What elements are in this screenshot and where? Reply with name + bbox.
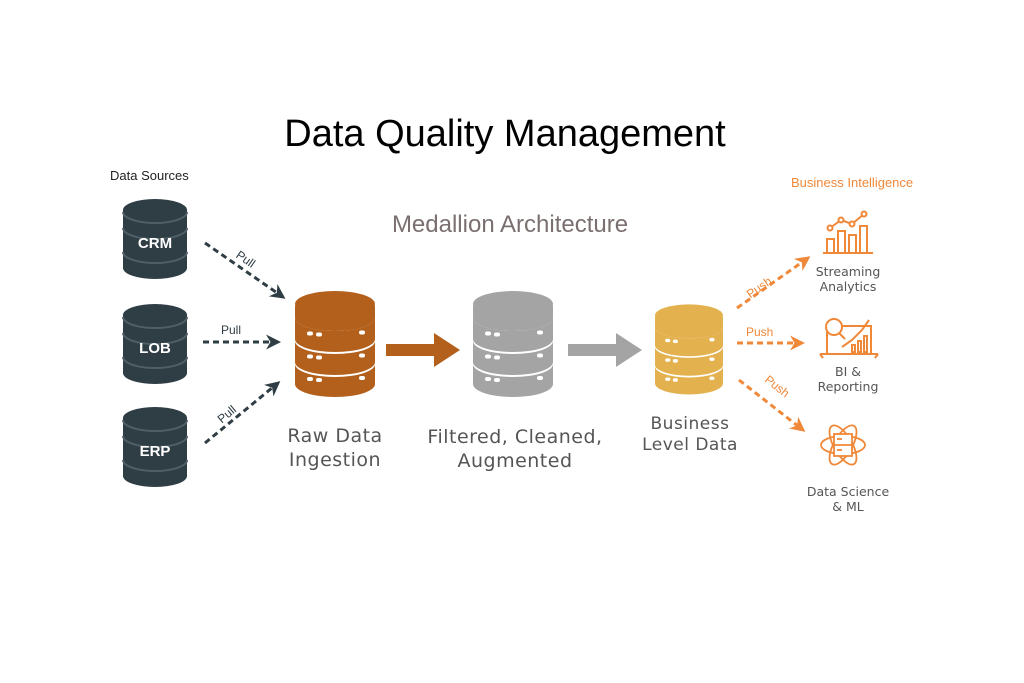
- stage-label-filtered: Filtered, Cleaned, Augmented: [410, 425, 620, 473]
- stage-label-line: Augmented: [457, 450, 573, 472]
- database-icon-raw: [295, 291, 375, 397]
- database-icon-business: [655, 304, 723, 395]
- output-label-line: Data Science: [806, 484, 890, 499]
- magnifier-laptop-chart-icon: [819, 318, 879, 359]
- line-bar-chart-icon: [823, 210, 873, 254]
- output-label-line: BI &: [835, 364, 861, 379]
- output-label-line: Analytics: [819, 279, 877, 294]
- business-intelligence-heading: Business Intelligence: [791, 175, 914, 190]
- push-label-bi: Push: [746, 325, 773, 339]
- pull-label-erp: Pull: [215, 402, 239, 426]
- output-label-ds: Data Science & ML: [788, 484, 908, 514]
- pull-arrow-erp: [204, 381, 281, 445]
- page-title: Data Quality Management: [284, 113, 726, 155]
- pull-label-crm: Pull: [233, 248, 257, 271]
- push-arrow-ds: [738, 378, 806, 432]
- diagram-subtitle: Medallion Architecture: [391, 211, 629, 238]
- arrow-raw-to-filtered: [386, 333, 460, 367]
- stage-label-line: Raw Data: [287, 425, 383, 447]
- pull-label-lob: Pull: [221, 323, 241, 337]
- atom-server-icon: [820, 424, 866, 466]
- stage-label-line: Filtered, Cleaned,: [427, 426, 603, 448]
- stage-label-line: Ingestion: [288, 449, 382, 471]
- data-sources-heading: Data Sources: [110, 168, 189, 183]
- output-label-line: Streaming: [815, 264, 881, 279]
- stage-label-raw: Raw Data Ingestion: [265, 424, 405, 472]
- output-label-line: & ML: [832, 499, 864, 514]
- database-icon-crm: CRM: [122, 199, 188, 279]
- push-label-streaming: Push: [744, 274, 774, 301]
- stage-label-line: Level Data: [642, 435, 738, 455]
- stage-label-line: Business: [650, 414, 730, 434]
- source-name: LOB: [139, 340, 171, 357]
- source-name: ERP: [140, 443, 171, 460]
- database-icon-lob: LOB: [122, 304, 188, 384]
- pull-arrow-crm: [204, 241, 286, 299]
- source-name: CRM: [138, 235, 172, 252]
- database-icon-erp: ERP: [122, 407, 188, 487]
- output-label-bi: BI & Reporting: [798, 364, 898, 394]
- output-label-line: Reporting: [817, 379, 879, 394]
- arrow-filtered-to-business: [568, 333, 642, 367]
- stage-label-business: Business Level Data: [625, 414, 755, 456]
- database-icon-filtered: [473, 291, 553, 397]
- push-label-ds: Push: [762, 372, 792, 400]
- push-arrow-streaming: [736, 256, 811, 310]
- output-label-streaming: Streaming Analytics: [798, 264, 898, 294]
